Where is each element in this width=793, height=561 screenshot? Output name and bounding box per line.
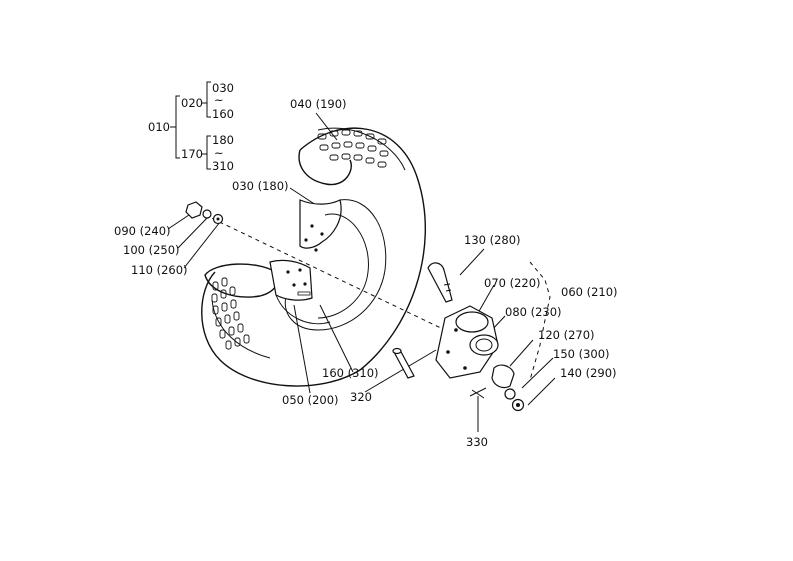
valve-stem — [427, 262, 453, 303]
group-060-bracket — [529, 261, 551, 381]
label-130: 130 (280) — [464, 233, 521, 247]
leader-lines — [167, 112, 556, 432]
parts-tree: 010 020 030 ~ 160 170 180 ~ 310 — [148, 81, 234, 173]
label-100: 100 (250) — [123, 243, 180, 257]
rim-bolt-holes — [286, 224, 324, 287]
bearing-parts — [491, 364, 525, 412]
tree-170-tilde: ~ — [214, 146, 224, 160]
label-150: 150 (300) — [553, 347, 610, 361]
label-060: 060 (210) — [561, 285, 618, 299]
tree-020-bottom: 160 — [212, 107, 234, 121]
tree-170-bottom: 310 — [212, 159, 234, 173]
tree-020-tilde: ~ — [214, 93, 224, 107]
rim — [269, 199, 387, 331]
label-040: 040 (190) — [290, 97, 347, 111]
label-050: 050 (200) — [282, 393, 339, 407]
label-080: 080 (230) — [505, 305, 562, 319]
label-110: 110 (260) — [131, 263, 188, 277]
tree-group-170: 170 — [181, 147, 203, 161]
shaft-pin — [392, 347, 415, 379]
part-labels: 040 (190) 030 (180) 090 (240) 100 (250) … — [114, 97, 618, 449]
label-090: 090 (240) — [114, 224, 171, 238]
nut-and-washers — [185, 201, 224, 225]
hub-assembly — [435, 305, 499, 379]
tree-brackets — [170, 81, 211, 170]
label-160: 160 (310) — [322, 366, 379, 380]
tree-root-010: 010 — [148, 120, 170, 134]
label-140: 140 (290) — [560, 366, 617, 380]
clip — [469, 387, 487, 399]
label-070: 070 (220) — [484, 276, 541, 290]
tree-170-top: 180 — [212, 133, 234, 147]
label-320: 320 — [350, 390, 372, 404]
label-120: 120 (270) — [538, 328, 595, 342]
label-030: 030 (180) — [232, 179, 289, 193]
tree-group-020: 020 — [181, 96, 203, 110]
tire — [201, 127, 426, 387]
tree-020-top: 030 — [212, 81, 234, 95]
label-330: 330 — [466, 435, 488, 449]
